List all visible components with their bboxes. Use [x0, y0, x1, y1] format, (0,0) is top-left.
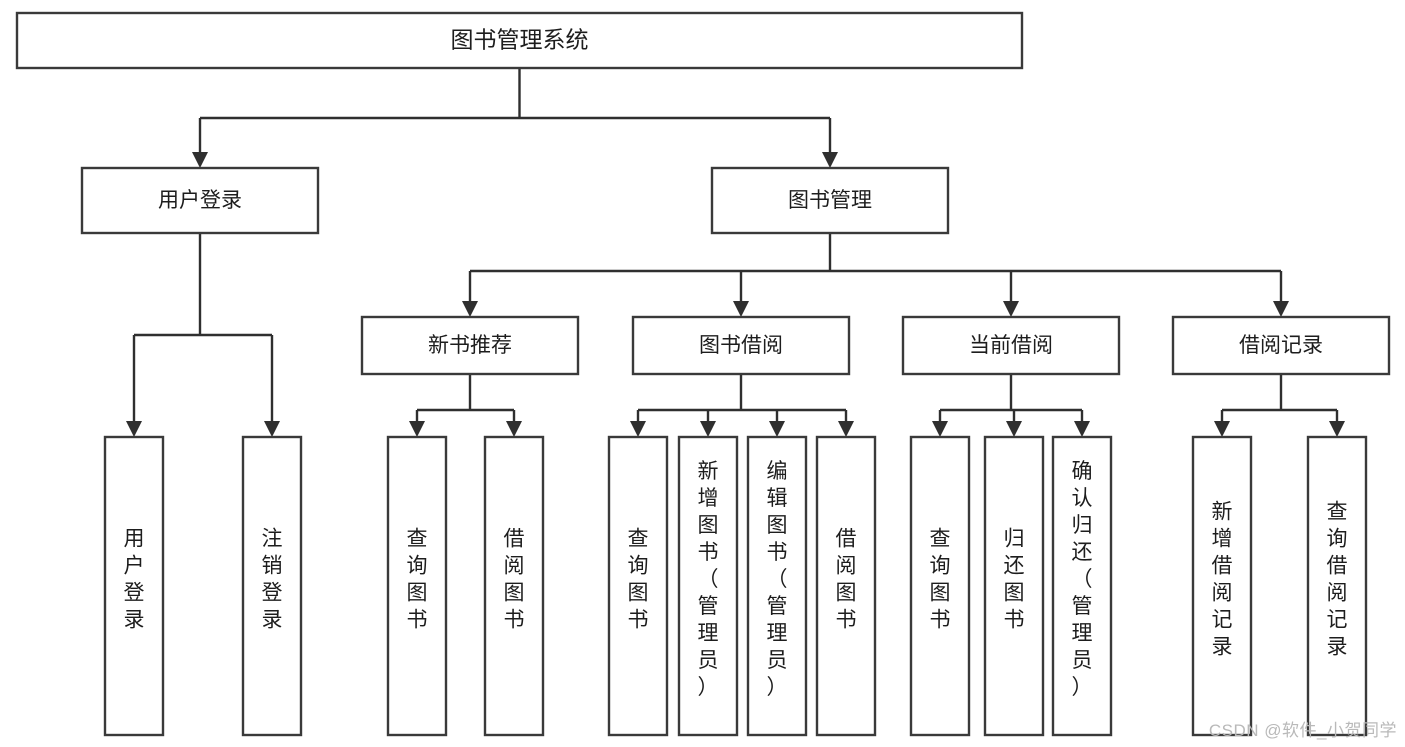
book-manage-branch-0-arrow-icon [462, 301, 478, 317]
node-leaf-query-book-cur-label: 查询图书 [930, 528, 951, 632]
user-login-branch-0-arrow-icon [126, 421, 142, 437]
current-borrow-branch-2-arrow-icon [1074, 421, 1090, 437]
node-leaf-borrow-book[interactable]: 借阅图书 [815, 435, 877, 737]
node-leaf-return-book-box[interactable] [983, 435, 1045, 737]
root-branch-1-arrow-icon [822, 152, 838, 168]
node-leaf-query-book-cur[interactable]: 查询图书 [909, 435, 971, 737]
node-book-borrow[interactable]: 图书借阅 [631, 315, 851, 376]
node-borrow-record[interactable]: 借阅记录 [1171, 315, 1391, 376]
watermark-text: CSDN @软件_小贺同学 [1208, 721, 1397, 740]
node-new-book-recommend-label: 新书推荐 [428, 334, 512, 357]
node-user-login-label: 用户登录 [158, 189, 242, 212]
node-leaf-confirm-return[interactable]: 确认归还（管理员） [1051, 435, 1113, 737]
node-current-borrow-box[interactable] [901, 315, 1121, 376]
node-book-borrow-box[interactable] [631, 315, 851, 376]
node-leaf-return-book-label: 归还图书 [1004, 528, 1025, 632]
node-leaf-query-book-cur-box[interactable] [909, 435, 971, 737]
node-leaf-borrow-book-label: 借阅图书 [836, 528, 857, 632]
book-borrow-branch-2-arrow-icon [769, 421, 785, 437]
node-leaf-add-book[interactable]: 新增图书（管理员） [677, 435, 739, 737]
node-leaf-return-book[interactable]: 归还图书 [983, 435, 1045, 737]
current-borrow-branch-1-arrow-icon [1006, 421, 1022, 437]
node-leaf-query-record-box[interactable] [1306, 435, 1368, 737]
node-root-system-label: 图书管理系统 [451, 27, 589, 53]
node-current-borrow-label: 当前借阅 [969, 334, 1053, 357]
node-leaf-user-logout-box[interactable] [241, 435, 303, 737]
node-leaf-user-logout[interactable]: 注销登录 [241, 435, 303, 737]
node-leaf-query-book-rec-label: 查询图书 [407, 528, 428, 632]
node-leaf-borrow-book-rec-box[interactable] [483, 435, 545, 737]
book-borrow-branch-0-arrow-icon [630, 421, 646, 437]
node-book-borrow-label: 图书借阅 [699, 334, 783, 357]
node-leaf-query-book-rec[interactable]: 查询图书 [386, 435, 448, 737]
node-new-book-recommend-box[interactable] [360, 315, 580, 376]
connector-lines [126, 68, 1345, 437]
node-leaf-confirm-return-box[interactable] [1051, 435, 1113, 737]
node-leaf-user-login-box[interactable] [103, 435, 165, 737]
book-manage-branch-1-arrow-icon [733, 301, 749, 317]
node-user-login-box[interactable] [80, 166, 320, 235]
node-user-login[interactable]: 用户登录 [80, 166, 320, 235]
node-leaf-borrow-book-rec-label: 借阅图书 [504, 528, 525, 632]
book-borrow-branch-3-arrow-icon [838, 421, 854, 437]
node-new-book-recommend[interactable]: 新书推荐 [360, 315, 580, 376]
node-leaf-user-logout-label: 注销登录 [262, 528, 283, 632]
new-book-recommend-branch-0-arrow-icon [409, 421, 425, 437]
node-leaf-user-login[interactable]: 用户登录 [103, 435, 165, 737]
node-borrow-record-label: 借阅记录 [1239, 334, 1323, 357]
node-leaf-add-record-box[interactable] [1191, 435, 1253, 737]
book-manage-branch-2-arrow-icon [1003, 301, 1019, 317]
node-root-system-box[interactable] [15, 11, 1024, 70]
node-book-manage-box[interactable] [710, 166, 950, 235]
borrow-record-branch-0-arrow-icon [1214, 421, 1230, 437]
node-borrow-record-box[interactable] [1171, 315, 1391, 376]
node-leaf-confirm-return-label: 确认归还（管理员） [1072, 460, 1093, 699]
user-login-branch-1-arrow-icon [264, 421, 280, 437]
node-leaf-query-book-borrow-label: 查询图书 [628, 528, 649, 632]
node-leaf-add-book-box[interactable] [677, 435, 739, 737]
node-leaf-query-record-label: 查询借阅记录 [1327, 501, 1348, 659]
node-root-system[interactable]: 图书管理系统 [15, 11, 1024, 70]
node-leaf-add-record-label: 新增借阅记录 [1212, 501, 1233, 659]
node-leaf-edit-book-label: 编辑图书（管理员） [767, 460, 788, 699]
new-book-recommend-branch-1-arrow-icon [506, 421, 522, 437]
node-boxes: 图书管理系统用户登录图书管理新书推荐图书借阅当前借阅借阅记录用户登录注销登录查询… [15, 11, 1391, 737]
node-leaf-edit-book[interactable]: 编辑图书（管理员） [746, 435, 808, 737]
node-leaf-query-record[interactable]: 查询借阅记录 [1306, 435, 1368, 737]
book-borrow-branch-1-arrow-icon [700, 421, 716, 437]
node-leaf-borrow-book-rec[interactable]: 借阅图书 [483, 435, 545, 737]
node-book-manage-label: 图书管理 [788, 189, 872, 212]
node-leaf-user-login-label: 用户登录 [124, 528, 145, 632]
current-borrow-branch-0-arrow-icon [932, 421, 948, 437]
node-leaf-add-record[interactable]: 新增借阅记录 [1191, 435, 1253, 737]
node-leaf-borrow-book-box[interactable] [815, 435, 877, 737]
node-leaf-query-book-borrow[interactable]: 查询图书 [607, 435, 669, 737]
root-branch-0-arrow-icon [192, 152, 208, 168]
node-leaf-edit-book-box[interactable] [746, 435, 808, 737]
node-leaf-query-book-borrow-box[interactable] [607, 435, 669, 737]
node-leaf-add-book-label: 新增图书（管理员） [698, 460, 719, 699]
node-leaf-query-book-rec-box[interactable] [386, 435, 448, 737]
node-current-borrow[interactable]: 当前借阅 [901, 315, 1121, 376]
book-manage-branch-3-arrow-icon [1273, 301, 1289, 317]
borrow-record-branch-1-arrow-icon [1329, 421, 1345, 437]
node-book-manage[interactable]: 图书管理 [710, 166, 950, 235]
